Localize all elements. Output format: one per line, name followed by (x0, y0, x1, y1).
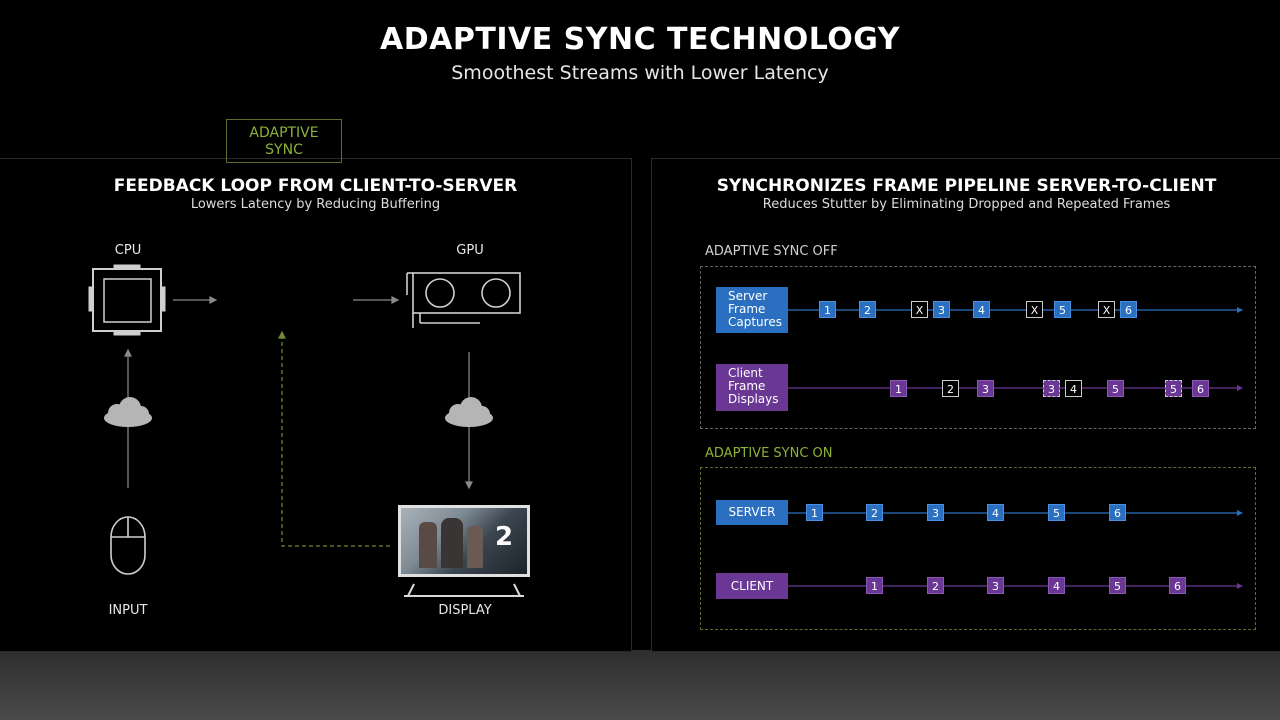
gpu-icon (406, 272, 521, 328)
client-frame-chip: 4 (1048, 577, 1065, 594)
server-frame-chip: 4 (973, 301, 990, 318)
display-logo: 2 (495, 522, 514, 552)
timeline-lines (788, 307, 1243, 589)
left-panel-title: FEEDBACK LOOP FROM CLIENT-TO-SERVER (113, 176, 518, 196)
monitor-icon (404, 583, 524, 597)
adaptive-sync-box: ADAPTIVE SYNC (226, 119, 342, 163)
right-panel-subtitle: Reduces Stutter by Eliminating Dropped a… (762, 197, 1171, 212)
server-frame-chip: 2 (866, 504, 883, 521)
server-frame-chip: 5 (1048, 504, 1065, 521)
display-label: DISPLAY (438, 603, 492, 618)
client-frame-chip: 6 (1169, 577, 1186, 594)
server-frame-chip: 6 (1109, 504, 1126, 521)
late-frame-chip: 4 (1065, 380, 1082, 397)
repeated-frame-chip: 5 (1165, 380, 1182, 397)
client-frame-chip: 1 (866, 577, 883, 594)
server-frame-captures-label: Server Frame Captures (716, 287, 788, 333)
adaptive-sync-off-label: ADAPTIVE SYNC OFF (705, 244, 838, 259)
page-title: ADAPTIVE SYNC TECHNOLOGY (380, 22, 900, 57)
client-frame-chip: 6 (1192, 380, 1209, 397)
client-frame-chip: 5 (1107, 380, 1124, 397)
server-frame-chip: 1 (819, 301, 836, 318)
cpu-icon (88, 264, 166, 336)
dropped-frame-chip: X (911, 301, 928, 318)
adaptive-sync-on-label: ADAPTIVE SYNC ON (705, 446, 833, 461)
gpu-label: GPU (456, 243, 484, 258)
right-panel-title: SYNCHRONIZES FRAME PIPELINE SERVER-TO-CL… (716, 176, 1217, 196)
server-frame-chip: 4 (987, 504, 1004, 521)
client-frame-chip: 5 (1109, 577, 1126, 594)
client-frame-displays-label: Client Frame Displays (716, 364, 788, 411)
server-frame-chip: 1 (806, 504, 823, 521)
client-frame-chip: 3 (977, 380, 994, 397)
repeated-frame-chip: 3 (1043, 380, 1060, 397)
cloud-icon (445, 397, 493, 427)
background-floor (0, 650, 1280, 720)
adaptive-sync-off-box (700, 266, 1256, 429)
mouse-icon (110, 516, 146, 575)
server-frame-chip: 5 (1054, 301, 1071, 318)
client-frame-chip: 2 (927, 577, 944, 594)
feedback-loop-diagram (88, 264, 524, 597)
client-frame-chip: 3 (987, 577, 1004, 594)
server-frame-chip: 3 (927, 504, 944, 521)
server-label: SERVER (716, 500, 788, 525)
dropped-frame-chip: X (1098, 301, 1115, 318)
feedback-loop-panel: FEEDBACK LOOP FROM CLIENT-TO-SERVER Lowe… (0, 158, 632, 652)
dropped-frame-chip: X (1026, 301, 1043, 318)
server-frame-chip: 2 (859, 301, 876, 318)
cloud-icon (104, 397, 152, 427)
server-frame-chip: 6 (1120, 301, 1137, 318)
cpu-label: CPU (114, 243, 142, 258)
display-screen: 2 (398, 505, 530, 577)
adaptive-sync-on-box (700, 467, 1256, 630)
client-label: CLIENT (716, 573, 788, 599)
page-subtitle: Smoothest Streams with Lower Latency (451, 62, 829, 84)
left-panel-subtitle: Lowers Latency by Reducing Buffering (190, 197, 441, 212)
server-frame-chip: 3 (933, 301, 950, 318)
late-frame-chip: 2 (942, 380, 959, 397)
client-frame-chip: 1 (890, 380, 907, 397)
input-label: INPUT (108, 603, 148, 618)
